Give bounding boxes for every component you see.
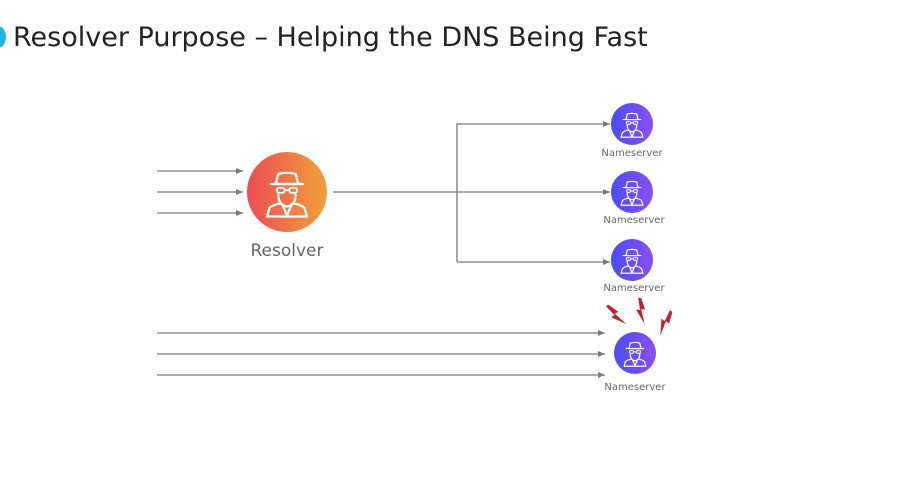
lightning-bolt-icon	[652, 309, 677, 336]
direct-query-arrows	[157, 330, 605, 378]
nameserver-label-3: Nameserver	[603, 283, 665, 294]
nameserver-node-1	[611, 103, 653, 145]
lightning-bolt-icon	[634, 297, 648, 325]
page-title: Resolver Purpose – Helping the DNS Being…	[13, 22, 648, 53]
lightning-bolt-icon	[605, 301, 627, 330]
nameserver-node-2	[611, 171, 653, 213]
resolver-label: Resolver	[250, 241, 324, 261]
resolver-to-nameserver-arrows	[333, 121, 610, 265]
nameserver-label-2: Nameserver	[603, 215, 665, 226]
nameserver-node-3	[611, 239, 653, 281]
nameserver-node-4	[614, 332, 656, 374]
incoming-query-arrows	[157, 168, 243, 216]
resolver-node	[247, 152, 327, 232]
overload-alert	[605, 297, 677, 336]
nameserver-label-4: Nameserver	[604, 382, 666, 393]
title-accent-dot	[0, 26, 6, 48]
nameserver-label-1: Nameserver	[601, 148, 663, 159]
